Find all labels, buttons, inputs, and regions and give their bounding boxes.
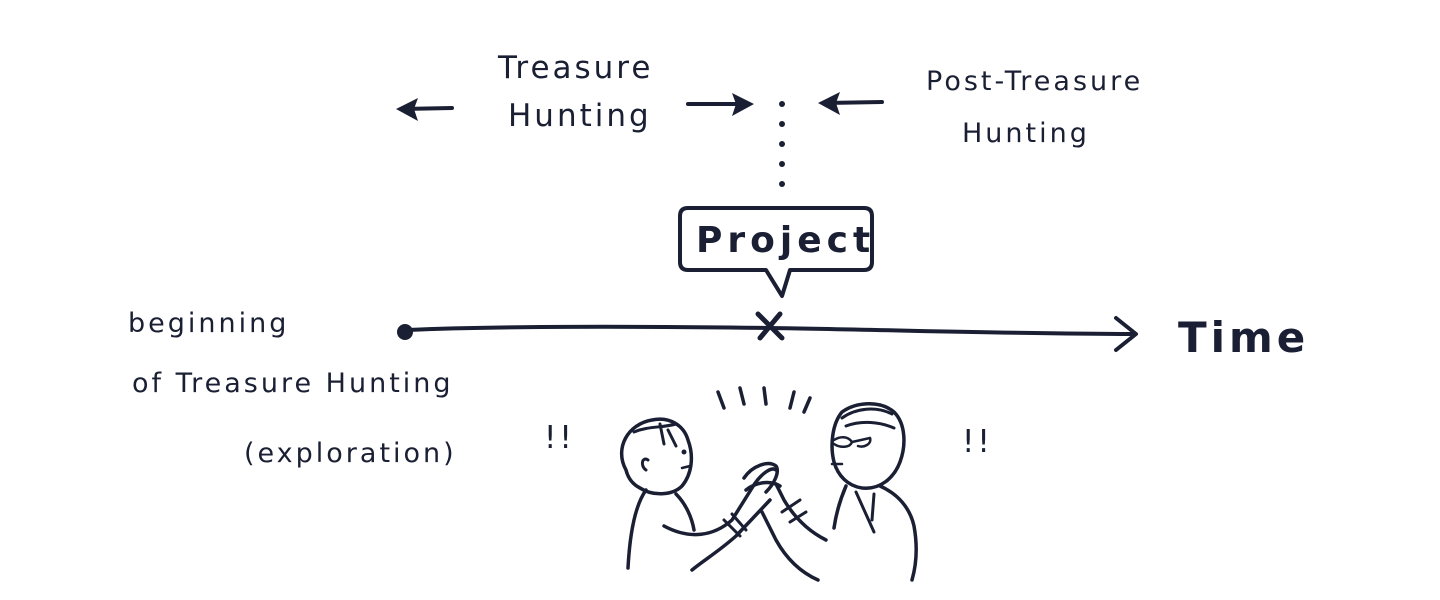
exclamation-right: !! [962,424,993,460]
left-arrow-icon [818,92,884,115]
two-people-handshake-icon [619,402,918,582]
beginning-label-line2: of Treasure Hunting [132,368,454,399]
treasure-hunting-label-line1: Treasure [497,50,653,86]
excitement-lines-icon [716,386,812,414]
cross-marker-icon [755,311,785,341]
beginning-label-line3: (exploration) [244,438,457,469]
beginning-label-line1: beginning [128,308,289,339]
post-treasure-hunting-label-line2: Hunting [962,118,1090,149]
dotted-divider [779,101,785,187]
right-arrow-icon [686,93,754,116]
treasure-hunting-label-line2: Hunting [508,98,652,134]
time-axis-label: Time [1178,313,1309,362]
left-arrow-icon [396,98,454,121]
dot-marker-icon [397,324,413,340]
project-speech-bubble [678,206,874,298]
project-label: Project [696,220,875,261]
exclamation-left: !! [544,420,575,456]
post-treasure-hunting-label-line1: Post-Treasure [926,66,1143,97]
